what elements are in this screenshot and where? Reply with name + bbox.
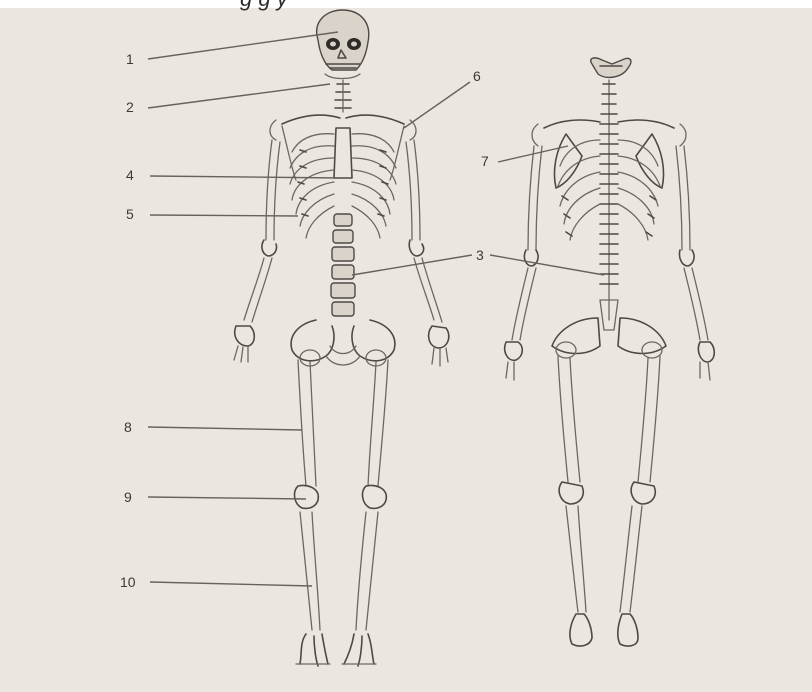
leader-5 [150, 215, 298, 216]
label-3: 3 [476, 247, 484, 263]
label-2: 2 [126, 99, 134, 115]
label-6: 6 [473, 68, 481, 84]
top-strip [0, 0, 812, 8]
label-4: 4 [126, 167, 134, 183]
label-8: 8 [124, 419, 132, 435]
label-9: 9 [124, 489, 132, 505]
label-7: 7 [481, 153, 489, 169]
cut-off-title: g g y [240, 0, 290, 11]
label-1: 1 [126, 51, 134, 67]
label-10: 10 [120, 574, 136, 590]
label-5: 5 [126, 206, 134, 222]
